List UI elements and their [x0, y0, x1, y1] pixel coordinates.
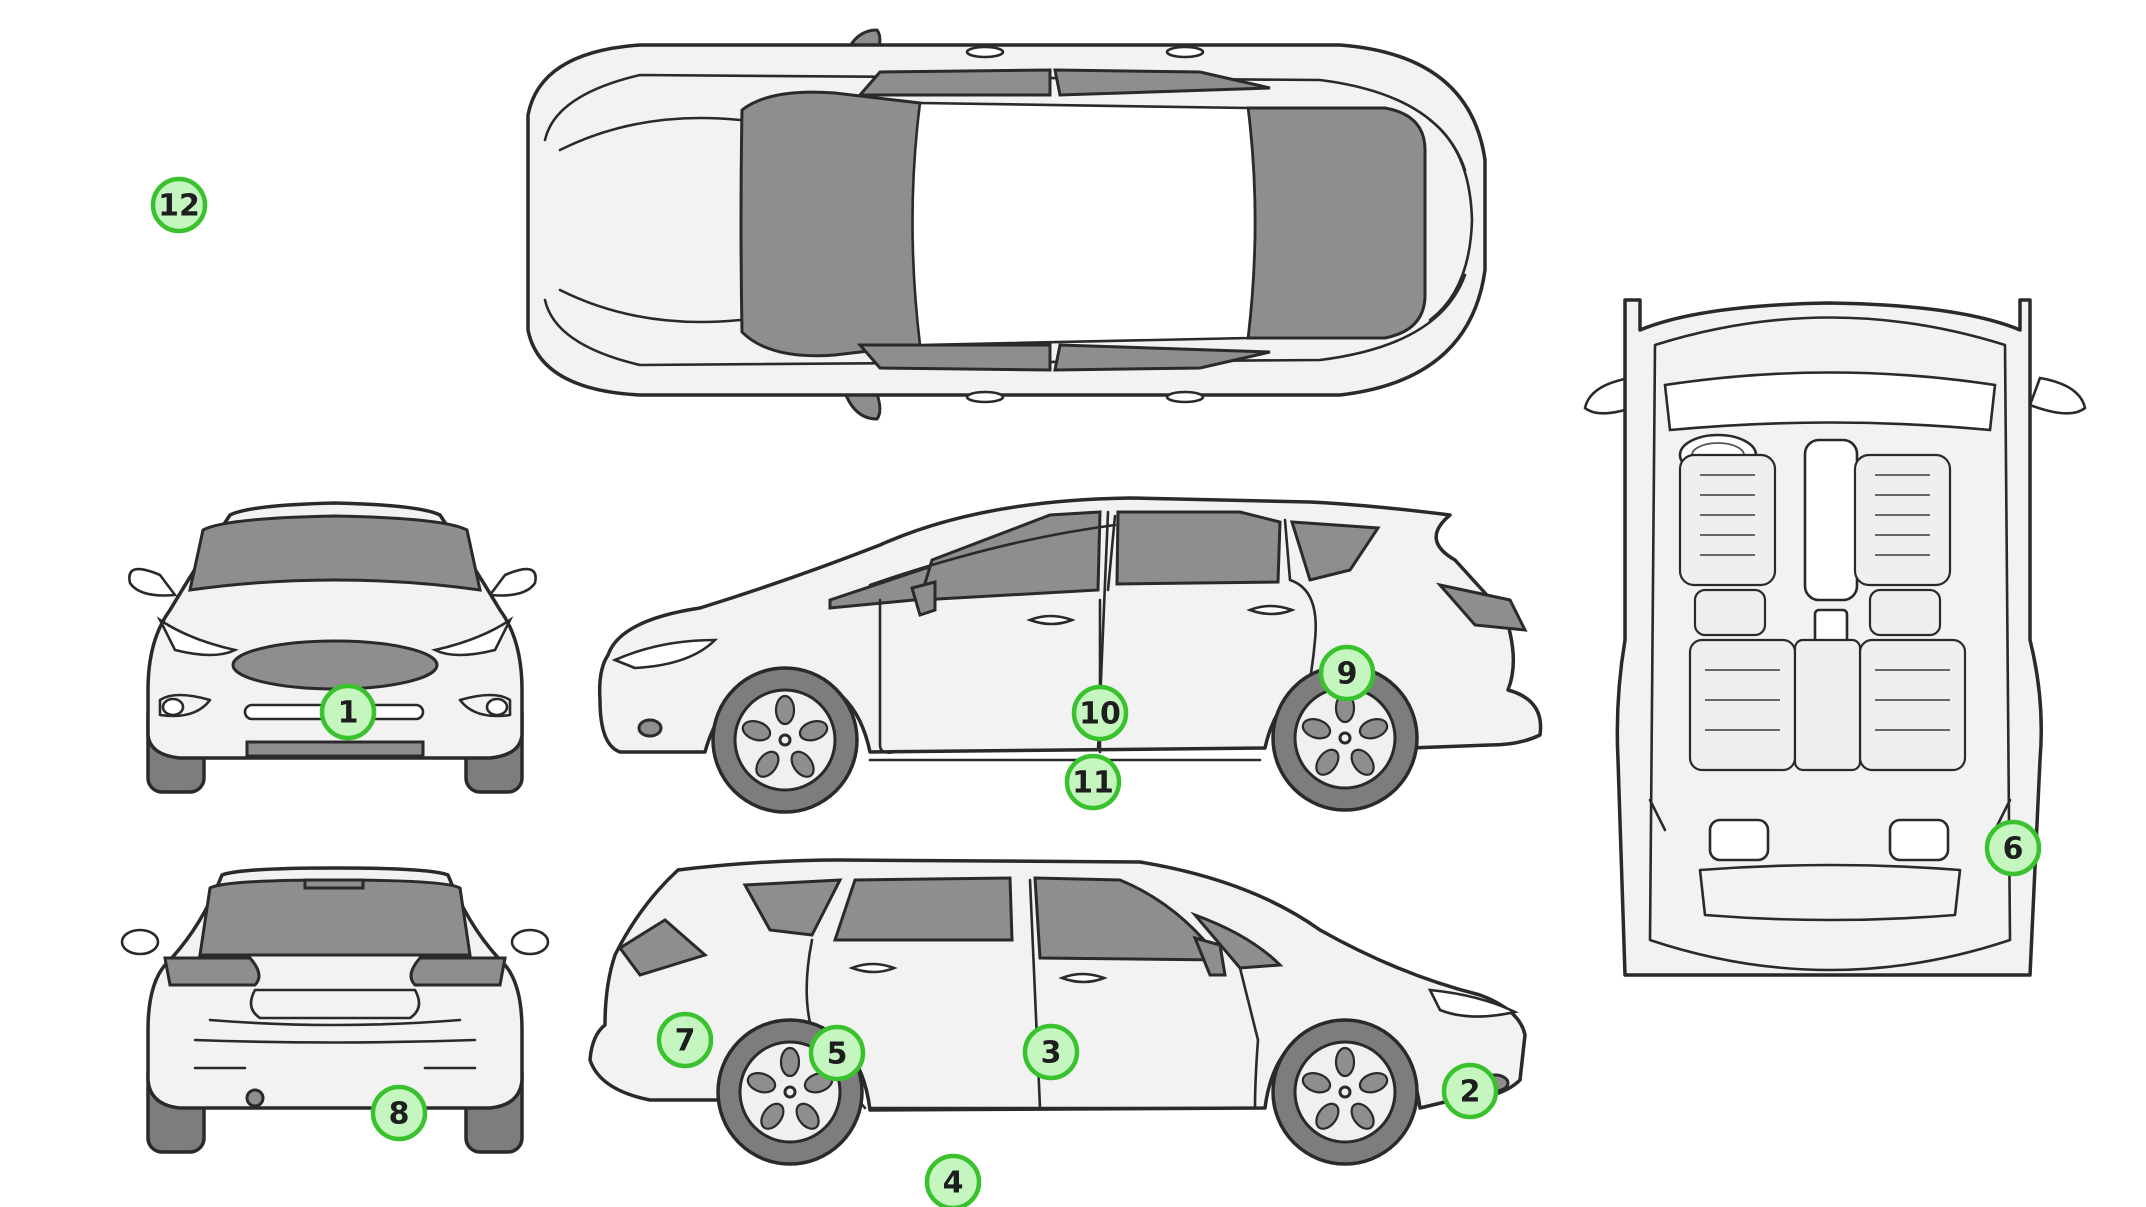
marker-1[interactable]: 1 — [319, 683, 377, 741]
marker-11-circle — [1064, 753, 1122, 811]
marker-5[interactable]: 5 — [808, 1024, 866, 1082]
marker-3-label: 3 — [1041, 1036, 1062, 1071]
marker-9[interactable]: 9 — [1318, 644, 1376, 702]
marker-4-label: 4 — [943, 1166, 964, 1201]
front-view — [128, 501, 537, 794]
marker-8-circle — [370, 1084, 428, 1142]
marker-12[interactable]: 12 — [150, 176, 208, 234]
marker-12-circle — [150, 176, 208, 234]
marker-8[interactable]: 8 — [370, 1084, 428, 1142]
marker-3[interactable]: 3 — [1022, 1023, 1080, 1081]
marker-3-circle — [1022, 1023, 1080, 1081]
marker-4[interactable]: 4 — [924, 1153, 982, 1207]
marker-2[interactable]: 2 — [1441, 1062, 1499, 1120]
marker-5-label: 5 — [827, 1037, 848, 1072]
marker-6-circle — [1984, 819, 2042, 877]
marker-1-label: 1 — [338, 696, 359, 731]
marker-6[interactable]: 6 — [1984, 819, 2042, 877]
left-side-view — [588, 858, 1527, 1166]
marker-6-label: 6 — [2003, 832, 2024, 867]
marker-7-label: 7 — [675, 1024, 696, 1059]
marker-9-circle — [1318, 644, 1376, 702]
top-view — [526, 28, 1487, 421]
marker-7[interactable]: 7 — [656, 1011, 714, 1069]
marker-11-label: 11 — [1072, 766, 1114, 801]
marker-9-label: 9 — [1337, 657, 1358, 692]
marker-10[interactable]: 10 — [1071, 684, 1129, 742]
marker-4-circle — [924, 1153, 982, 1207]
marker-10-label: 10 — [1079, 697, 1121, 732]
marker-2-label: 2 — [1460, 1075, 1481, 1110]
right-side-view — [597, 496, 1543, 814]
marker-8-label: 8 — [389, 1097, 410, 1132]
marker-10-circle — [1071, 684, 1129, 742]
marker-2-circle — [1441, 1062, 1499, 1120]
marker-11[interactable]: 11 — [1064, 753, 1122, 811]
marker-12-label: 12 — [158, 189, 200, 224]
marker-5-circle — [808, 1024, 866, 1082]
interior-view — [1583, 298, 2087, 977]
rear-view — [120, 866, 550, 1154]
marker-7-circle — [656, 1011, 714, 1069]
marker-1-circle — [319, 683, 377, 741]
